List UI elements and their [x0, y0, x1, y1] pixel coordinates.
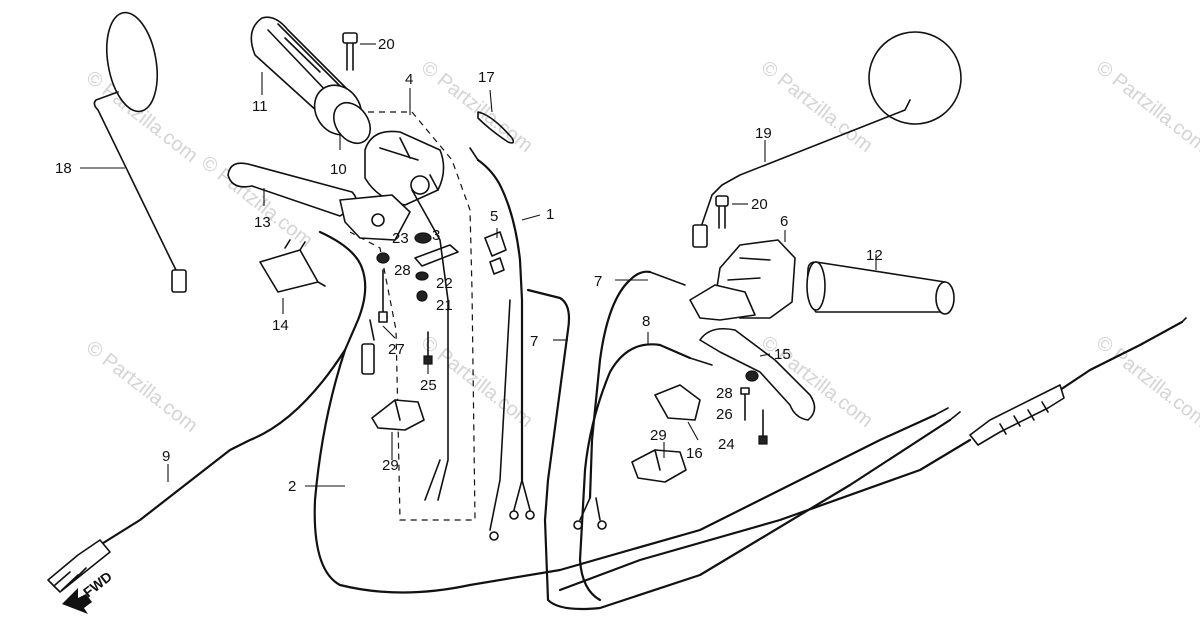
- cable-1: [469, 147, 535, 541]
- watermark: © Partzilla.com: [82, 337, 202, 437]
- callout-29a: 29: [382, 457, 399, 474]
- callout-23: 23: [392, 230, 409, 247]
- callout-17: 17: [478, 69, 495, 86]
- callout-19: 19: [755, 125, 772, 142]
- leader-lines: [80, 43, 877, 487]
- callout-13: 13: [254, 214, 271, 231]
- callout-11: 11: [252, 98, 268, 115]
- callout-18: 18: [55, 160, 72, 177]
- callout-16: 16: [686, 445, 703, 462]
- callout-21: 21: [436, 297, 453, 314]
- left-switch-housing: [364, 130, 445, 206]
- callout-2: 2: [288, 478, 296, 495]
- gasket: [477, 111, 515, 144]
- switch-subassembly-boundary: [349, 111, 476, 521]
- bolt-20-right: [715, 195, 729, 229]
- callout-5: 5: [490, 208, 498, 225]
- watermark: © Partzilla.com: [757, 57, 877, 157]
- connector-5: [484, 231, 507, 275]
- cable-clamp-right: [631, 449, 687, 483]
- callout-3: 3: [432, 227, 440, 244]
- callout-20a: 20: [378, 36, 395, 53]
- callout-27: 27: [388, 341, 405, 358]
- callout-29b: 29: [650, 427, 667, 444]
- callout-7b: 7: [530, 333, 538, 350]
- watermarks: © Partzilla.com © Partzilla.com © Partzi…: [82, 57, 1200, 437]
- callout-22: 22: [436, 275, 453, 292]
- callout-7a: 7: [594, 273, 602, 290]
- cable-2: [313, 230, 949, 594]
- callouts: 1 2 3 4 5 6 7 7 8 9 10 11 12 13 14 15 16…: [55, 36, 883, 495]
- small-hardware-left: [376, 232, 459, 323]
- switch-wire-leads: [411, 189, 449, 501]
- right-mirror: [692, 31, 962, 248]
- watermark: © Partzilla.com: [1092, 57, 1200, 157]
- callout-28b: 28: [716, 385, 733, 402]
- right-grip: [806, 261, 955, 315]
- callout-4: 4: [405, 71, 413, 88]
- callout-14: 14: [272, 317, 289, 334]
- callout-12: 12: [866, 247, 883, 264]
- cable-9: [47, 348, 347, 593]
- cable-7: [526, 270, 961, 611]
- callout-6: 6: [780, 213, 788, 230]
- callout-20b: 20: [751, 196, 768, 213]
- callout-8: 8: [642, 313, 650, 330]
- left-grip: [250, 16, 371, 145]
- throttle-cable: [558, 317, 1187, 592]
- fwd-label: FWD: [80, 568, 115, 600]
- right-lever: [689, 284, 816, 421]
- callout-28a: 28: [394, 262, 411, 279]
- callout-1: 1: [546, 206, 554, 223]
- small-hardware-right: [654, 370, 768, 445]
- bolt-20-top: [342, 32, 358, 71]
- watermark: © Partzilla.com: [1092, 332, 1200, 432]
- left-mirror: [93, 11, 187, 293]
- callout-15: 15: [774, 346, 791, 363]
- watermark: © Partzilla.com: [417, 57, 537, 157]
- callout-26: 26: [716, 406, 733, 423]
- callout-24: 24: [718, 436, 735, 453]
- left-lever: [227, 162, 411, 241]
- callout-9: 9: [162, 448, 170, 465]
- callout-10: 10: [330, 161, 347, 178]
- cable-clamp-left: [371, 399, 425, 431]
- cable-8: [578, 343, 713, 602]
- callout-25: 25: [420, 377, 437, 394]
- left-clamp: [259, 239, 326, 293]
